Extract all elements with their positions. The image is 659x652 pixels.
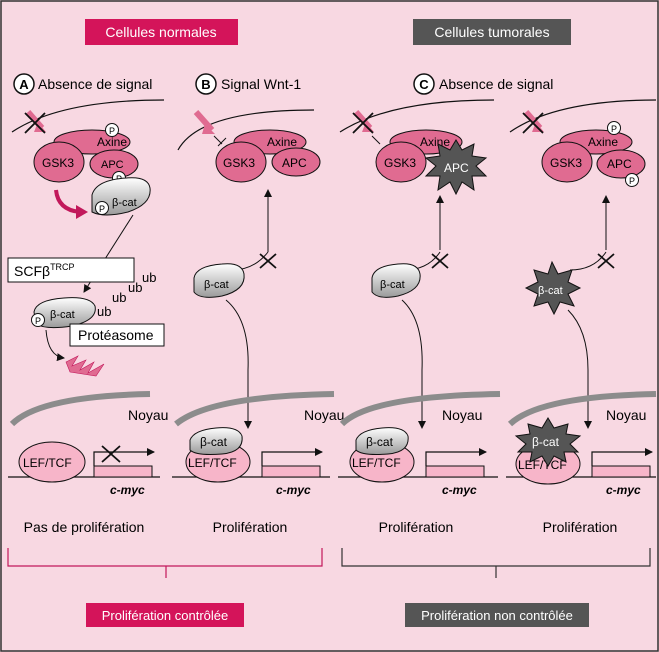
svg-text:P: P [629,176,635,186]
result-b: Prolifération [213,519,288,535]
apc-d [596,149,646,179]
bcat-nuclear-mutant-d [514,417,582,467]
bracket-uncontrolled [341,548,651,578]
bcat-a-label: β-cat [112,197,137,209]
apc-b [271,147,321,177]
bracket-controlled [7,548,323,578]
panel-c: Axine GSK3 APC β-cat Noyau LEF/TCF β-cat… [338,99,501,535]
svg-text:Axine: Axine [420,135,450,149]
svg-text:β-cat: β-cat [50,309,75,321]
svg-text:GSK3: GSK3 [223,156,255,170]
svg-text:APC: APC [282,156,307,170]
panel-c-heading: Absence de signal [439,76,553,92]
svg-text:P: P [99,204,105,214]
svg-text:β-cat: β-cat [380,279,405,291]
ub-1: ub [97,304,111,319]
gsk3-b [215,141,267,183]
bcat-ub-a [33,297,96,329]
svg-text:Noyau: Noyau [304,407,344,423]
svg-text:c-myc: c-myc [606,483,641,497]
svg-text:β-cat: β-cat [204,279,229,291]
svg-text:P: P [35,316,41,326]
header-tumor-label: Cellules tumorales [434,24,549,40]
result-a: Pas de prolifération [24,519,145,535]
ub-2: ub [112,290,126,305]
ub-4: ub [142,270,156,285]
svg-text:β-cat: β-cat [366,435,394,449]
svg-text:LEF/TCF: LEF/TCF [23,456,72,470]
panel-a: Axine GSK3 APC P P β-cat P SCFβTRCP β-ca… [7,99,168,535]
panel-b-letter: B [201,77,210,92]
scf-label: SCFβTRCP [14,262,75,279]
header-tumor: Cellules tumorales [413,19,571,45]
axine-a-label: Axine [97,135,127,149]
header-normal: Cellules normales [85,19,238,45]
svg-text:P: P [611,124,617,134]
panel-b: Axine GSK3 APC β-cat Noyau LEF/TCF β-cat… [172,109,344,535]
result-c: Prolifération [379,519,454,535]
nucleus-c [339,391,501,427]
svg-text:LEF/TCF: LEF/TCF [352,456,401,470]
apc-mutant-c [424,139,488,196]
header-normal-label: Cellules normales [105,24,216,40]
gsk3-c [375,141,427,183]
svg-text:LEF/TCF: LEF/TCF [188,456,237,470]
proteasome-box [69,323,165,347]
panel-a-title: A Absence de signal [13,73,152,95]
panel-a-heading: Absence de signal [38,76,152,92]
nucleus-b [174,391,335,427]
panel-b-heading: Signal Wnt-1 [221,76,301,92]
bcat-mutant-d [524,260,582,316]
footer-uncontrolled-label: Prolifération non contrôlée [421,608,573,623]
svg-text:Noyau: Noyau [606,407,646,423]
to-degradation-a [45,329,65,362]
bcat-nuclear-c [355,427,409,455]
svg-text:β-cat: β-cat [538,285,563,297]
panel-c-letter: C [419,77,429,92]
svg-text:c-myc: c-myc [276,483,311,497]
svg-text:Axine: Axine [267,135,297,149]
svg-text:β-cat: β-cat [200,435,228,449]
gsk3-d [541,141,593,183]
footer-uncontrolled: Prolifération non contrôlée [405,603,589,627]
result-d: Prolifération [543,519,618,535]
panel-b-title: B Signal Wnt-1 [195,73,301,95]
svg-text:c-myc: c-myc [442,483,477,497]
svg-text:c-myc: c-myc [110,483,145,497]
footer-controlled-label: Prolifération contrôlée [102,608,228,623]
svg-text:APC: APC [607,157,632,171]
degraded-fragments [65,355,105,377]
panel-a-letter: A [19,77,29,92]
membrane-b [177,109,315,151]
bcat-c [371,263,421,298]
panel-c-title: C Absence de signal [413,73,553,95]
svg-text:β-cat: β-cat [532,435,560,449]
bcat-b [193,263,245,298]
svg-text:Axine: Axine [588,135,618,149]
svg-text:Noyau: Noyau [442,407,482,423]
nucleus-a [9,391,151,427]
gsk3-a [33,141,85,183]
wnt-arrow-b [193,110,215,132]
cmyc-gene-a [93,465,153,478]
bcat-nuclear-b [189,427,243,455]
gsk3-a-label: GSK3 [42,156,74,170]
svg-text:APC: APC [444,161,469,175]
apc-a-label: APC [101,159,124,171]
panel-d: Axine GSK3 APC P P β-cat Noyau LEF/TCF β… [506,99,657,535]
footer-controlled: Prolifération contrôlée [86,603,244,627]
svg-text:LEF/TCF: LEF/TCF [518,458,567,472]
svg-text:P: P [109,126,115,136]
proteasome-label: Protéasome [78,327,154,343]
lef-a [18,441,86,483]
nucleus-d [507,391,657,427]
membrane-a [11,99,165,133]
scf-box [7,257,135,283]
svg-text:Noyau: Noyau [128,407,168,423]
ub-3: ub [128,280,142,295]
svg-text:GSK3: GSK3 [384,156,416,170]
svg-text:GSK3: GSK3 [550,156,582,170]
